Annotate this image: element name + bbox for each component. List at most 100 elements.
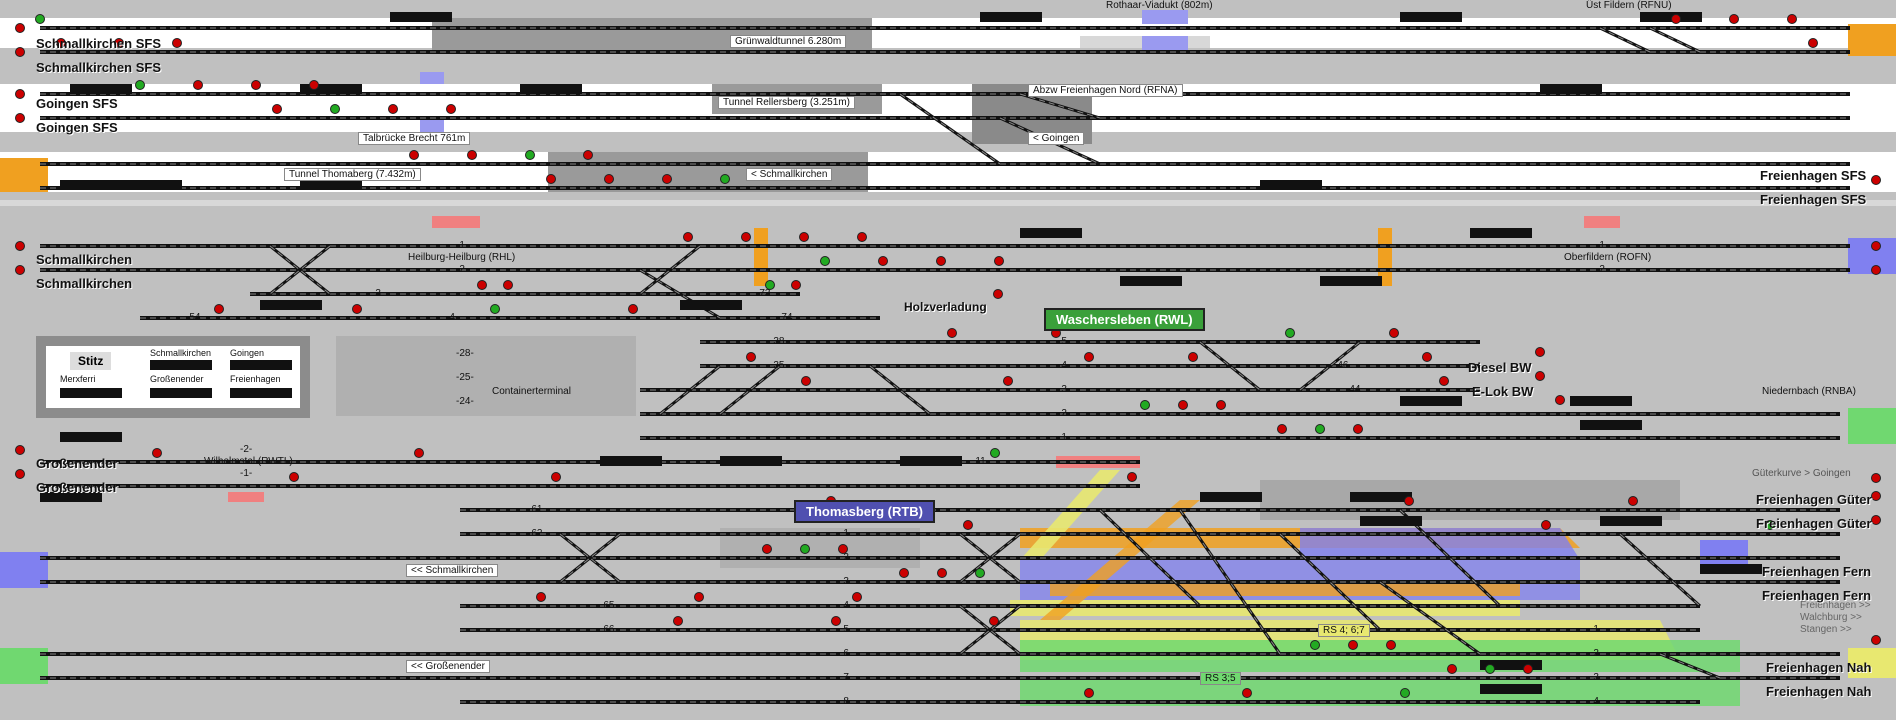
signal-lamp[interactable]: [388, 104, 398, 114]
signal-lamp[interactable]: [1729, 14, 1739, 24]
signal-lamp[interactable]: [1400, 688, 1410, 698]
signal-lamp[interactable]: [135, 80, 145, 90]
signal-lamp[interactable]: [15, 113, 25, 123]
signal-lamp[interactable]: [1871, 241, 1881, 251]
signal-lamp[interactable]: [975, 568, 985, 578]
signal-lamp[interactable]: [628, 304, 638, 314]
signal-lamp[interactable]: [251, 80, 261, 90]
signal-lamp[interactable]: [1555, 395, 1565, 405]
signal-lamp[interactable]: [536, 592, 546, 602]
signal-lamp[interactable]: [673, 616, 683, 626]
signal-lamp[interactable]: [1628, 496, 1638, 506]
signal-lamp[interactable]: [1084, 352, 1094, 362]
signal-lamp[interactable]: [1389, 328, 1399, 338]
signal-lamp[interactable]: [1216, 400, 1226, 410]
signal-lamp[interactable]: [936, 256, 946, 266]
signal-lamp[interactable]: [490, 304, 500, 314]
signal-lamp[interactable]: [330, 104, 340, 114]
signal-lamp[interactable]: [989, 616, 999, 626]
signal-lamp[interactable]: [15, 445, 25, 455]
signal-lamp[interactable]: [1535, 371, 1545, 381]
signal-lamp[interactable]: [604, 174, 614, 184]
signal-lamp[interactable]: [477, 280, 487, 290]
signal-lamp[interactable]: [1765, 520, 1775, 530]
signal-lamp[interactable]: [800, 544, 810, 554]
signal-lamp[interactable]: [1871, 473, 1881, 483]
signal-lamp[interactable]: [820, 256, 830, 266]
signal-lamp[interactable]: [525, 150, 535, 160]
signal-lamp[interactable]: [272, 104, 282, 114]
signal-lamp[interactable]: [878, 256, 888, 266]
signal-lamp[interactable]: [838, 544, 848, 554]
signal-lamp[interactable]: [1535, 347, 1545, 357]
signal-lamp[interactable]: [1404, 496, 1414, 506]
signal-lamp[interactable]: [857, 232, 867, 242]
signal-lamp[interactable]: [741, 232, 751, 242]
signal-lamp[interactable]: [1084, 688, 1094, 698]
signal-lamp[interactable]: [662, 174, 672, 184]
signal-lamp[interactable]: [583, 150, 593, 160]
signal-lamp[interactable]: [1285, 328, 1295, 338]
signal-lamp[interactable]: [947, 328, 957, 338]
signal-lamp[interactable]: [1386, 640, 1396, 650]
signal-lamp[interactable]: [1140, 400, 1150, 410]
signal-lamp[interactable]: [352, 304, 362, 314]
signal-lamp[interactable]: [35, 14, 45, 24]
signal-lamp[interactable]: [1439, 376, 1449, 386]
signal-lamp[interactable]: [1871, 265, 1881, 275]
signal-lamp[interactable]: [1277, 424, 1287, 434]
signal-lamp[interactable]: [720, 174, 730, 184]
signal-lamp[interactable]: [765, 280, 775, 290]
signal-lamp[interactable]: [15, 47, 25, 57]
signal-lamp[interactable]: [56, 38, 66, 48]
signal-lamp[interactable]: [1447, 664, 1457, 674]
signal-lamp[interactable]: [1808, 38, 1818, 48]
signal-lamp[interactable]: [467, 150, 477, 160]
signal-lamp[interactable]: [1523, 664, 1533, 674]
signal-lamp[interactable]: [993, 289, 1003, 299]
signal-lamp[interactable]: [1348, 640, 1358, 650]
signal-lamp[interactable]: [15, 23, 25, 33]
signal-lamp[interactable]: [409, 150, 419, 160]
signal-lamp[interactable]: [762, 544, 772, 554]
signal-lamp[interactable]: [1422, 352, 1432, 362]
signal-lamp[interactable]: [1671, 14, 1681, 24]
signal-lamp[interactable]: [1485, 664, 1495, 674]
signal-lamp[interactable]: [1003, 376, 1013, 386]
station-thomasberg[interactable]: Thomasberg (RTB): [794, 500, 935, 523]
signal-lamp[interactable]: [551, 472, 561, 482]
signal-lamp[interactable]: [446, 104, 456, 114]
signal-lamp[interactable]: [152, 448, 162, 458]
signal-lamp[interactable]: [15, 241, 25, 251]
signal-lamp[interactable]: [1353, 424, 1363, 434]
signal-lamp[interactable]: [1188, 352, 1198, 362]
signal-lamp[interactable]: [899, 568, 909, 578]
signal-lamp[interactable]: [799, 232, 809, 242]
signal-lamp[interactable]: [746, 352, 756, 362]
signal-lamp[interactable]: [1871, 175, 1881, 185]
signal-lamp[interactable]: [963, 520, 973, 530]
signal-lamp[interactable]: [1242, 688, 1252, 698]
signal-lamp[interactable]: [1541, 520, 1551, 530]
signal-lamp[interactable]: [1871, 515, 1881, 525]
signal-lamp[interactable]: [15, 469, 25, 479]
signal-lamp[interactable]: [289, 472, 299, 482]
signal-lamp[interactable]: [1310, 640, 1320, 650]
signal-lamp[interactable]: [414, 448, 424, 458]
signal-lamp[interactable]: [214, 304, 224, 314]
signal-lamp[interactable]: [15, 265, 25, 275]
signal-lamp[interactable]: [937, 568, 947, 578]
signal-lamp[interactable]: [1315, 424, 1325, 434]
signal-lamp[interactable]: [801, 376, 811, 386]
signal-lamp[interactable]: [990, 448, 1000, 458]
signal-lamp[interactable]: [193, 80, 203, 90]
signal-lamp[interactable]: [791, 280, 801, 290]
signal-lamp[interactable]: [1871, 635, 1881, 645]
signal-lamp[interactable]: [309, 80, 319, 90]
signal-lamp[interactable]: [994, 256, 1004, 266]
signal-lamp[interactable]: [683, 232, 693, 242]
signal-lamp[interactable]: [1127, 472, 1137, 482]
signal-lamp[interactable]: [503, 280, 513, 290]
signal-lamp[interactable]: [546, 174, 556, 184]
signal-lamp[interactable]: [694, 592, 704, 602]
